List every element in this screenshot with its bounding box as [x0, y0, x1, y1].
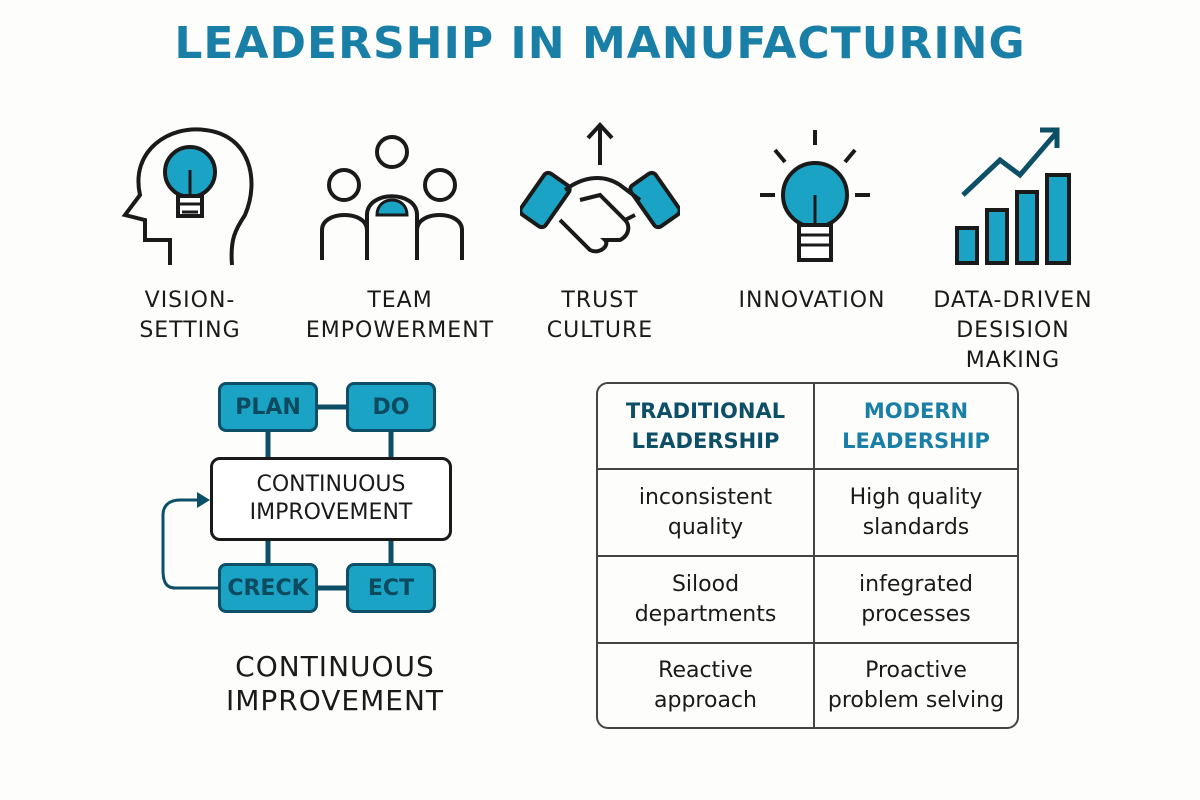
pillar-label-vision: VISION-SETTING	[139, 288, 241, 343]
check-box: CRECK	[218, 563, 318, 613]
do-box: DO	[346, 382, 436, 432]
plan-box: PLAN	[218, 382, 318, 432]
handshake-icon	[520, 122, 680, 254]
lightbulb-icon	[760, 130, 870, 262]
page-title: LEADERSHIP IN MANUFACTURING	[174, 18, 1026, 69]
growth-chart-icon	[955, 127, 1071, 265]
pillar-label-innovation: INNOVATION	[738, 288, 886, 313]
head-lightbulb-icon	[121, 127, 254, 266]
act-box: ECT	[346, 563, 436, 613]
team-icon	[320, 135, 464, 260]
